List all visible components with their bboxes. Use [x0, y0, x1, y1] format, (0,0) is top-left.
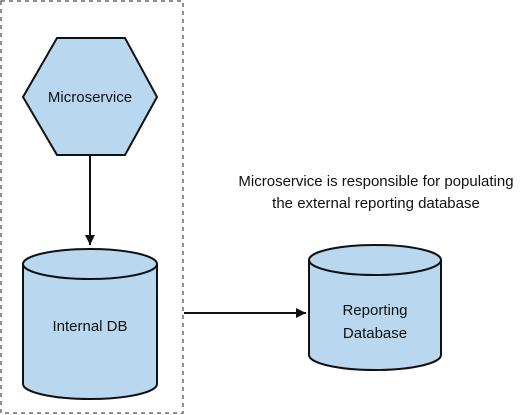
internal-db-top	[22, 248, 158, 280]
reporting-database-label-line2: Database	[343, 325, 407, 342]
annotation-line-1: Microservice is responsible for populati…	[238, 173, 513, 190]
internal-db-label: Internal DB	[52, 318, 127, 335]
annotation-line-2: the external reporting database	[272, 195, 480, 212]
internal-db-body	[22, 264, 158, 400]
reporting-database-top	[308, 244, 442, 276]
microservice-boundary	[0, 0, 184, 414]
reporting-database-node[interactable]: Reporting Database	[308, 244, 442, 371]
reporting-database-label-line1: Reporting	[342, 302, 407, 319]
internal-db-node[interactable]: Internal DB	[22, 248, 158, 400]
reporting-database-body	[308, 260, 442, 371]
microservice-node[interactable]: Microservice	[21, 37, 159, 156]
microservice-label: Microservice	[48, 89, 132, 106]
hexagon-shape	[21, 37, 159, 156]
